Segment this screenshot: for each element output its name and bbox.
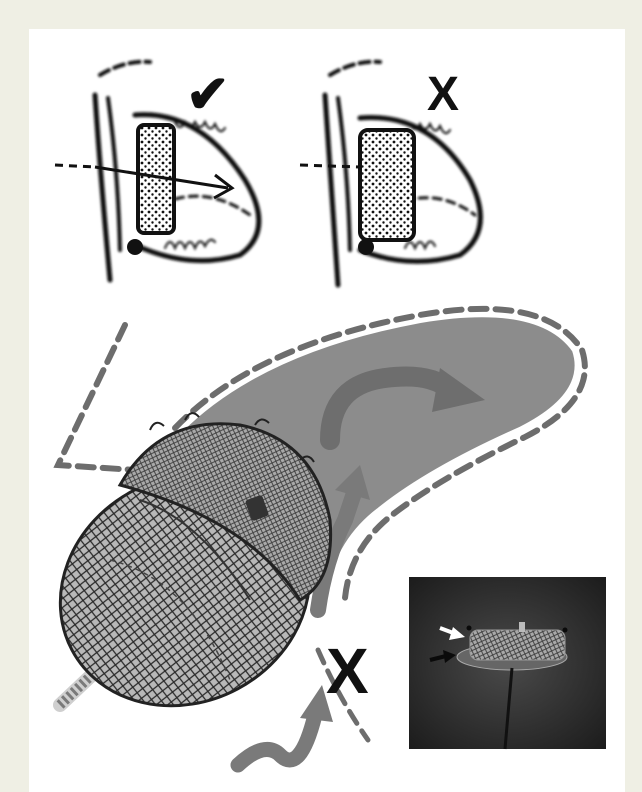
inset-photo [409, 577, 606, 749]
x-mark-bottom: X [326, 635, 369, 707]
bottom-arrow-icon [238, 685, 333, 765]
check-mark: ✔ [186, 66, 230, 124]
x-mark-top: X [427, 68, 459, 121]
